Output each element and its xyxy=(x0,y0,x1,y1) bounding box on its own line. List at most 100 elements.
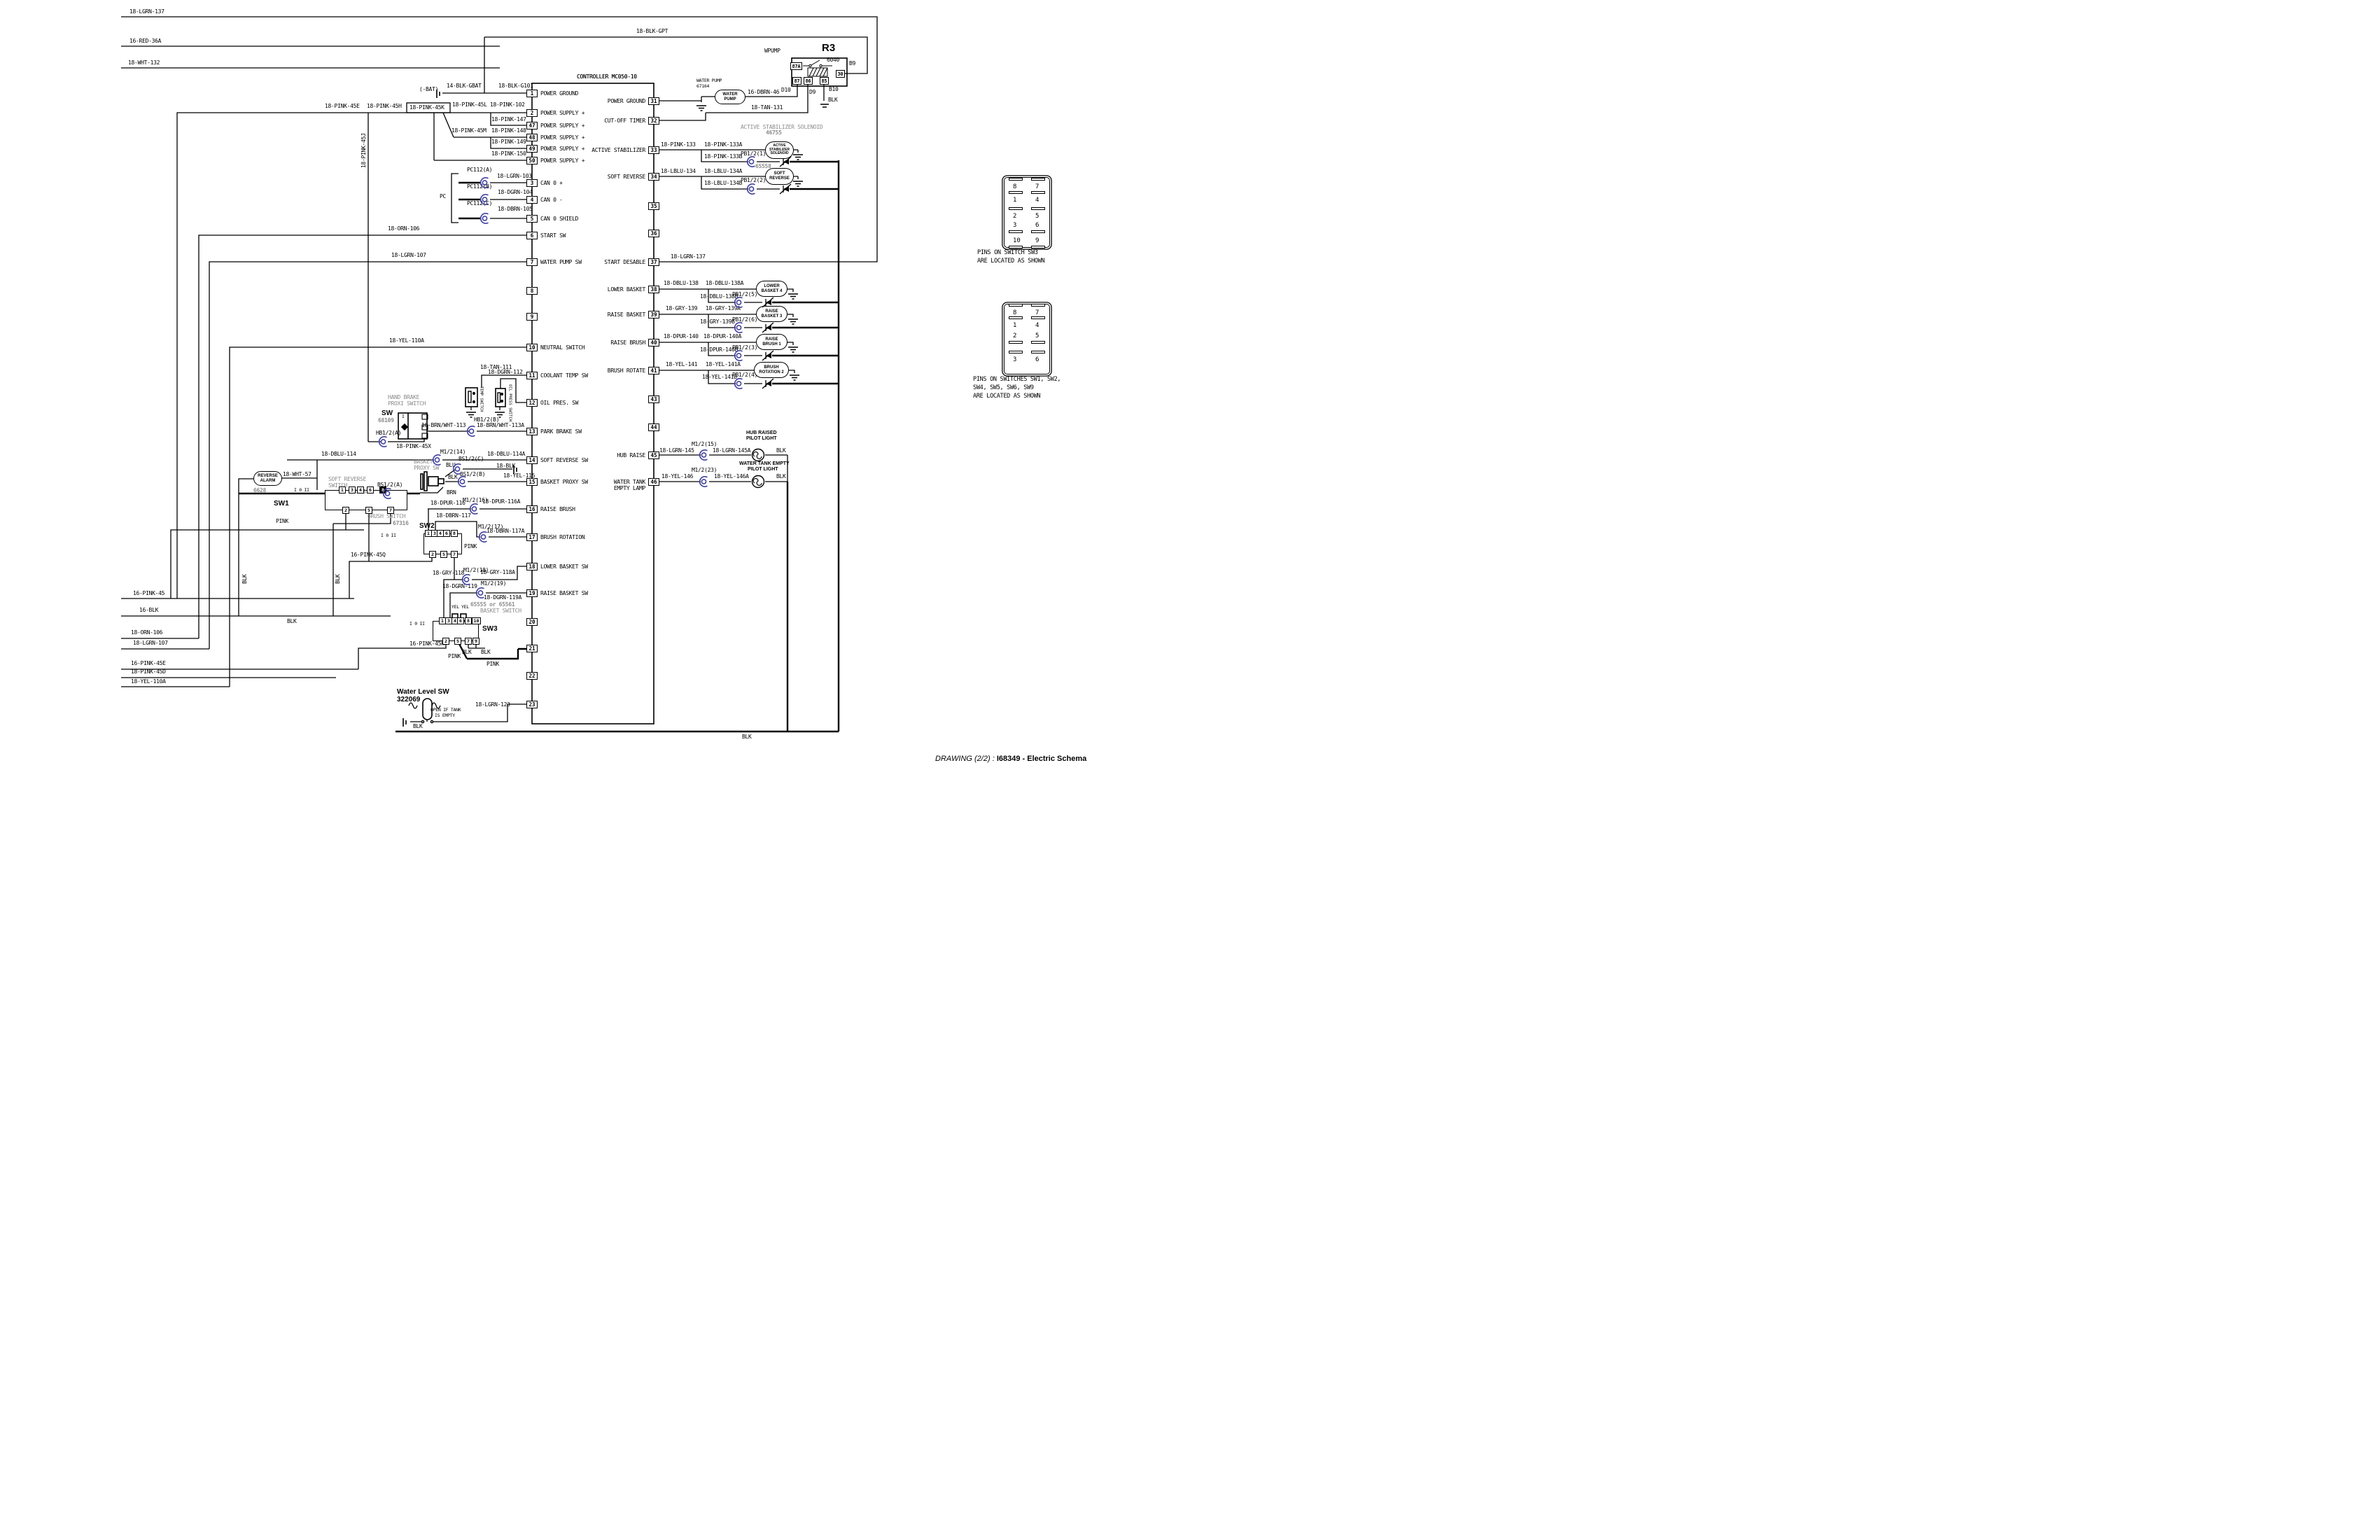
controller-pin-47: 47 xyxy=(526,121,538,130)
wire-label: PROXY SW xyxy=(414,465,440,471)
wire-label: M1/2(18) xyxy=(463,567,489,573)
wire-label: 18-BRN/WHT-113A xyxy=(477,422,524,428)
diagram-pin-pad xyxy=(1031,178,1045,181)
wire-label: 18-YEL-141 xyxy=(666,361,698,368)
wire-label: HB1/2(B) xyxy=(474,416,500,423)
wire-label: BASKET xyxy=(414,458,433,465)
wire-label: 18-PINK-149 xyxy=(491,139,526,145)
ground-icon xyxy=(465,409,477,422)
controller-pin-36: 36 xyxy=(648,229,659,237)
wire-label: WATER TANK EMPTY xyxy=(739,461,790,466)
wire-label: 67316 xyxy=(393,520,409,526)
switch-pin: 8 xyxy=(465,617,472,624)
wire-label: M1/2(17) xyxy=(478,524,504,530)
diagram-caption: PINS ON SWITCHES SW1, SW2, xyxy=(973,376,1061,383)
controller-pin-12: 12 xyxy=(526,398,538,407)
controller-pin-label: HUB RAISE xyxy=(617,452,645,458)
controller-pin-label: PARK BRAKE SW xyxy=(540,428,582,435)
controller-pin-34: 34 xyxy=(648,172,659,181)
wire-label: 18-DGRN-119 xyxy=(442,583,477,589)
diagram-pin-number: 5 xyxy=(1035,213,1040,220)
wire-label: 18-PINK-150 xyxy=(491,150,526,157)
controller-pin-label: CAN 0 + xyxy=(540,180,563,186)
controller-pin-label: LOWER BASKET xyxy=(607,286,646,293)
switch-pin: 6 xyxy=(443,530,450,537)
wire-label: 18-LBLU-134A xyxy=(704,168,743,174)
wire-label: 6628 xyxy=(253,487,267,493)
connector-icon xyxy=(475,587,488,602)
wire-label: M1/2(15) xyxy=(692,441,718,447)
controller-pin-6: 6 xyxy=(526,231,538,239)
pilot-light-icon xyxy=(750,447,766,465)
wire-label: 18-DGRN-104 xyxy=(498,189,533,195)
diode-icon xyxy=(762,349,774,365)
water-squiggle xyxy=(408,702,441,709)
wire-label: 18-DGRN-119A xyxy=(484,594,522,601)
component-oval-text: BASKET 4 xyxy=(761,288,783,293)
switch-pin: 2 xyxy=(429,551,436,558)
controller-pin-21: 21 xyxy=(526,644,538,652)
switch-pin: 3 xyxy=(349,486,356,493)
battery-icon xyxy=(512,464,521,477)
wire-label: 18-YEL-110A xyxy=(131,678,166,685)
diagram-pin-pad xyxy=(1009,304,1023,307)
ground-icon xyxy=(696,102,707,115)
wire-label: PINK xyxy=(464,543,477,550)
controller-pin-label: RAISE BASKET xyxy=(607,312,646,318)
diagram-pin-number: 9 xyxy=(1035,237,1040,244)
wire-label: OIL PRESS SWITCH xyxy=(507,384,512,421)
wire-label: 18-GRY-139B xyxy=(700,318,735,325)
wire-label: 18-LGRN-123 xyxy=(475,701,510,708)
wires-layer xyxy=(121,16,878,722)
wire-label: YEL xyxy=(461,604,469,610)
wire-label: 18-YEL-141B xyxy=(702,374,737,380)
controller-pin-4: 4 xyxy=(526,195,538,204)
wire-label: 18-PINK-133A xyxy=(704,141,743,148)
diagram-pin-number: 2 xyxy=(1013,332,1017,340)
wire-label: 18-LBLU-134 xyxy=(661,168,696,174)
wire-label: PILOT LIGHT xyxy=(748,467,778,472)
wire-label: I 0 II xyxy=(381,533,396,538)
diagram-pin-number: 7 xyxy=(1035,183,1040,190)
wire-label: 16-DBRN-46 xyxy=(748,89,780,95)
wire-label: 18-GRY-118A xyxy=(480,569,515,575)
wire-label: 18-DGRN-112 xyxy=(488,369,523,375)
diagram-pin-number: 4 xyxy=(1035,322,1040,329)
wire-label: 18-PINK-45L xyxy=(452,102,487,108)
component-oval-text: PUMP xyxy=(724,97,736,102)
controller-pin-1: 1 xyxy=(526,89,538,97)
wire-label: 18-DPUR-116 xyxy=(430,500,465,506)
controller-pin-10: 10 xyxy=(526,343,538,351)
component-oval-text: ALARM xyxy=(260,478,276,483)
wire-label: 18-TAN-111 xyxy=(480,364,512,370)
wire-label: 68109 xyxy=(378,417,394,424)
connector-icon xyxy=(699,449,711,464)
thick-wires-layer xyxy=(239,160,840,733)
wire-label: 18-DPUR-140 xyxy=(664,333,699,340)
wire-label: I xyxy=(402,414,405,419)
wire-label: 18-GRY-139A xyxy=(706,305,741,312)
wire-label: PB1/2(3) xyxy=(732,344,758,351)
wire-label: 18-DBRN-105 xyxy=(498,206,533,212)
wire-label: 86 xyxy=(804,77,813,85)
wire-label: 18-DPUR-140A xyxy=(704,333,742,340)
wire-label: BS1/2(A) xyxy=(377,482,403,488)
controller-pin-38: 38 xyxy=(648,285,659,293)
wire-label: SWITCH xyxy=(328,482,348,489)
controller-pin-43: 43 xyxy=(648,395,659,403)
wire-label: 18-YEL-146A xyxy=(714,473,749,479)
controller-pin-label: LOWER BASKET SW xyxy=(540,564,588,570)
controller-pin-7: 7 xyxy=(526,258,538,266)
wire-label: 18-PINK-45M xyxy=(451,127,486,134)
switch-pin: 10 xyxy=(472,617,481,624)
controller-pin-35: 35 xyxy=(648,202,659,210)
wire-label: HUB RAISED xyxy=(746,430,777,435)
ground-icon xyxy=(792,151,804,164)
diagram-pin-number: 2 xyxy=(1013,213,1017,220)
controller-pin-20: 20 xyxy=(526,617,538,626)
diagram-pin-pad xyxy=(1031,207,1045,210)
hand-brake-switch-box xyxy=(398,412,428,440)
diagram-pin-number: 10 xyxy=(1013,237,1021,244)
wire-label: 18-ORN-106 xyxy=(131,629,163,636)
